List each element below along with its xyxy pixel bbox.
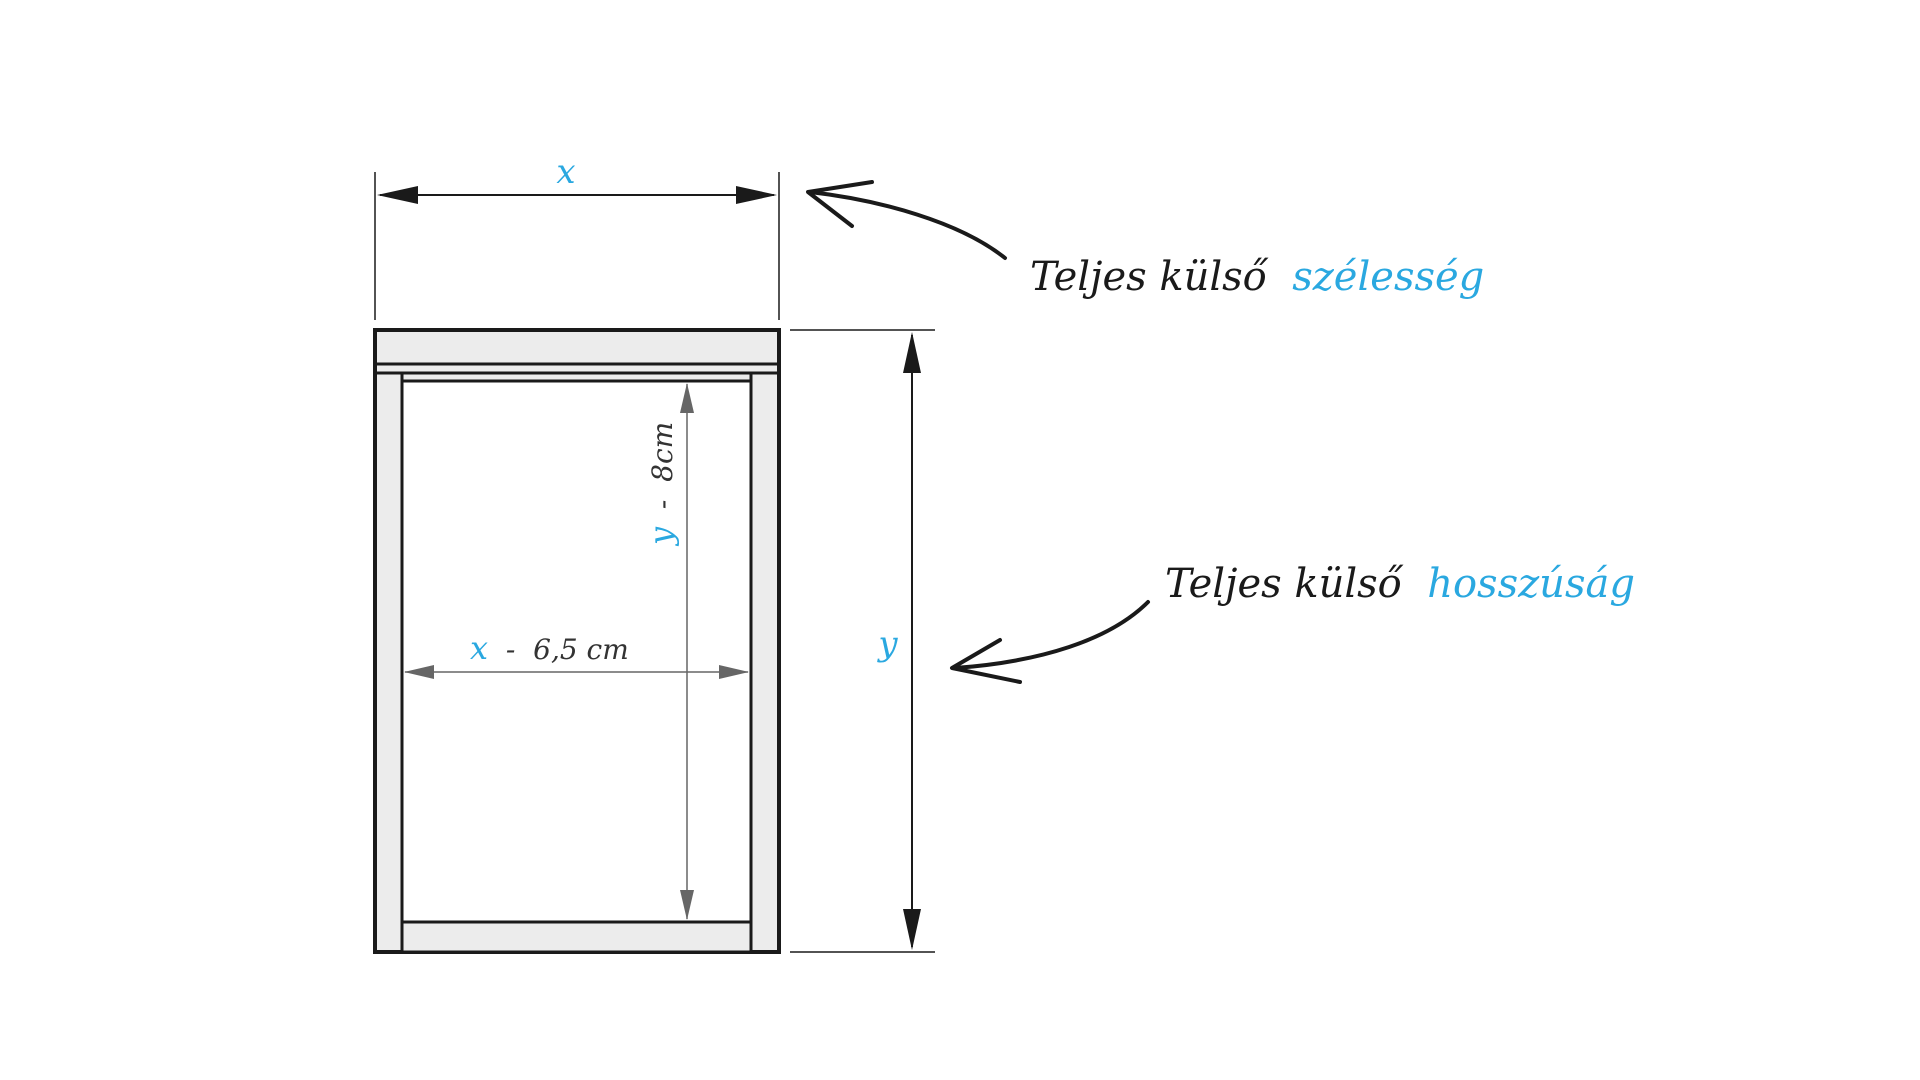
inner-height-label: y - 8cm bbox=[642, 422, 680, 547]
arrowhead-icon bbox=[680, 383, 694, 413]
arrowhead-icon bbox=[950, 638, 1022, 684]
outer-width-dimension: x bbox=[374, 152, 780, 320]
width-annotation: Teljes külső szélesség bbox=[806, 180, 1484, 300]
curved-arrow-icon bbox=[953, 600, 1150, 670]
frame-opening bbox=[400, 379, 753, 924]
inner-height-var: y bbox=[642, 526, 680, 547]
arrowhead-icon bbox=[719, 665, 749, 679]
length-annotation: Teljes külső hosszúság bbox=[950, 561, 1635, 684]
outer-width-label: x bbox=[556, 152, 575, 192]
width-annotation-prefix: Teljes külső bbox=[1030, 254, 1279, 300]
width-annotation-text: Teljes külső szélesség bbox=[1030, 254, 1484, 300]
length-annotation-text: Teljes külső hosszúság bbox=[1165, 561, 1635, 607]
outer-height-label: y bbox=[876, 624, 898, 664]
length-annotation-prefix: Teljes külső bbox=[1165, 561, 1414, 607]
inner-height-dimension: y - 8cm bbox=[642, 383, 694, 920]
width-annotation-highlight: szélesség bbox=[1292, 254, 1484, 300]
inner-width-op: - bbox=[497, 633, 524, 666]
outer-height-dimension: y bbox=[790, 329, 935, 953]
frame bbox=[373, 328, 781, 954]
frame-bottom-rail bbox=[400, 920, 753, 954]
curved-arrow-icon bbox=[808, 190, 1007, 260]
inner-width-label: x - 6,5 cm bbox=[470, 629, 629, 667]
inner-height-value: 8cm bbox=[646, 422, 679, 482]
inner-width-value: 6,5 cm bbox=[533, 633, 629, 666]
arrowhead-icon bbox=[680, 890, 694, 920]
length-annotation-highlight: hosszúság bbox=[1427, 561, 1635, 607]
inner-width-dimension: x - 6,5 cm bbox=[404, 629, 749, 679]
arrowhead-icon bbox=[736, 186, 777, 204]
arrowhead-icon bbox=[903, 909, 921, 950]
arrowhead-icon bbox=[377, 186, 418, 204]
inner-height-op: - bbox=[646, 491, 679, 518]
inner-width-var: x bbox=[470, 629, 488, 667]
arrowhead-icon bbox=[903, 332, 921, 373]
arrowhead-icon bbox=[404, 665, 434, 679]
arrowhead-icon bbox=[806, 180, 874, 228]
